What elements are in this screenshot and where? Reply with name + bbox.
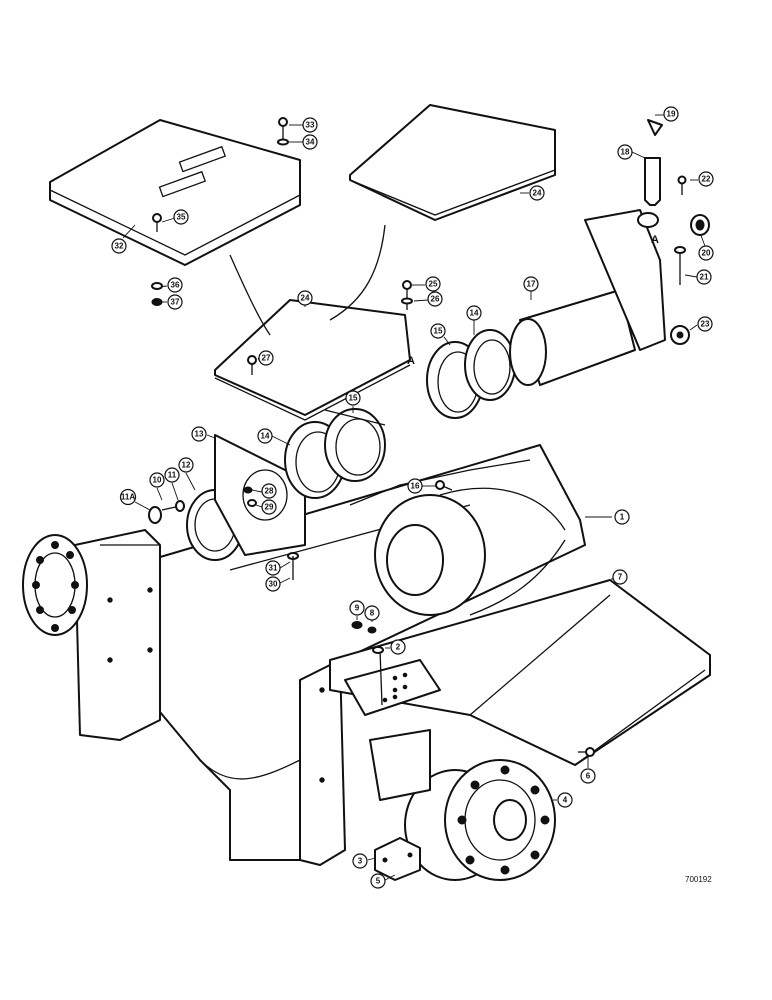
callout-29: 29 [255,499,277,515]
svg-text:24: 24 [533,189,542,198]
point-letter-a-upper: A [651,234,659,246]
svg-text:33: 33 [306,121,315,130]
callout-27: 27 [257,350,274,366]
callout-24-upper: 24 [520,185,545,201]
callout-31: 31 [265,560,291,576]
svg-text:14: 14 [470,309,479,318]
right-wheel-hub [369,729,556,881]
svg-text:28: 28 [265,487,274,496]
callout-14-upper: 14 [466,305,482,335]
callout-17: 17 [523,276,539,300]
callout-10: 10 [149,472,165,501]
callout-20: 20 [698,232,714,261]
svg-text:17: 17 [527,280,536,289]
svg-text:34: 34 [306,138,315,147]
callout-5: 5 [370,873,396,889]
svg-text:24: 24 [301,294,310,303]
svg-text:36: 36 [171,281,180,290]
callout-16: 16 [407,478,438,494]
callout-15-upper: 15 [430,323,451,346]
svg-text:27: 27 [262,354,271,363]
callout-28: 28 [251,483,277,499]
callout-34: 34 [289,134,318,150]
callout-37: 37 [158,294,183,310]
bearing-cap [374,837,421,881]
svg-text:37: 37 [171,298,180,307]
callout-22: 22 [690,171,714,187]
svg-text:30: 30 [269,580,278,589]
svg-text:22: 22 [702,175,711,184]
svg-text:26: 26 [431,295,440,304]
callout-12: 12 [178,457,196,491]
left-wheel-hub [22,534,88,636]
callout-26: 26 [413,291,443,307]
assembly-arrows [229,224,386,336]
svg-text:29: 29 [265,503,274,512]
svg-text:11A: 11A [121,493,135,502]
svg-text:2: 2 [396,643,401,652]
callout-19: 19 [655,106,679,122]
svg-text:7: 7 [618,573,623,582]
callout-11: 11 [164,467,180,501]
callout-1: 1 [585,509,630,525]
floor-plate [49,119,301,266]
callout-14: 14 [257,428,291,446]
svg-text:31: 31 [269,564,278,573]
svg-text:6: 6 [586,772,591,781]
svg-text:20: 20 [702,249,711,258]
callout-21: 21 [684,269,712,285]
svg-text:14: 14 [261,432,270,441]
callout-32: 32 [111,224,136,254]
svg-text:19: 19 [667,110,676,119]
svg-text:16: 16 [411,482,420,491]
callout-6: 6 [580,752,596,784]
point-letter-a: A [407,355,415,367]
svg-text:25: 25 [429,280,438,289]
callout-25: 25 [412,276,441,292]
svg-text:3: 3 [358,857,363,866]
callout-36: 36 [157,277,183,293]
svg-text:15: 15 [349,394,358,403]
svg-text:35: 35 [177,213,186,222]
callout-24-center: 24 [297,290,313,307]
callout-15: 15 [345,390,361,413]
cover-plate-upper [349,104,556,221]
callout-4: 4 [553,792,573,808]
svg-text:4: 4 [563,796,568,805]
mounting-bracket [344,646,441,716]
callout-8: 8 [364,605,380,622]
svg-text:9: 9 [355,604,360,613]
svg-text:32: 32 [115,242,124,251]
callout-23: 23 [689,316,713,332]
svg-text:12: 12 [182,461,191,470]
svg-text:11: 11 [168,471,177,480]
svg-text:5: 5 [376,877,381,886]
callout-33: 33 [289,117,318,133]
svg-text:23: 23 [701,320,710,329]
callout-9: 9 [349,600,365,620]
fasteners [148,117,710,757]
figure-id: 700192 [685,875,712,884]
callout-18: 18 [617,144,646,160]
callout-3: 3 [352,853,376,869]
callout-11a: 11A [119,488,151,511]
cover-plate-center [214,299,411,421]
svg-text:1: 1 [620,513,625,522]
trunnion-flange [186,434,306,561]
svg-text:10: 10 [153,476,162,485]
callout-7: 7 [611,569,628,585]
lower-bushings [284,408,386,499]
callout-13: 13 [191,426,216,442]
callout-2: 2 [385,639,406,655]
svg-text:13: 13 [195,430,204,439]
callout-30: 30 [265,576,291,592]
upper-trunnion-tube [426,209,666,419]
svg-text:15: 15 [434,327,443,336]
svg-text:21: 21 [700,273,709,282]
svg-text:18: 18 [621,148,630,157]
callout-35: 35 [161,209,189,225]
svg-text:8: 8 [370,609,375,618]
